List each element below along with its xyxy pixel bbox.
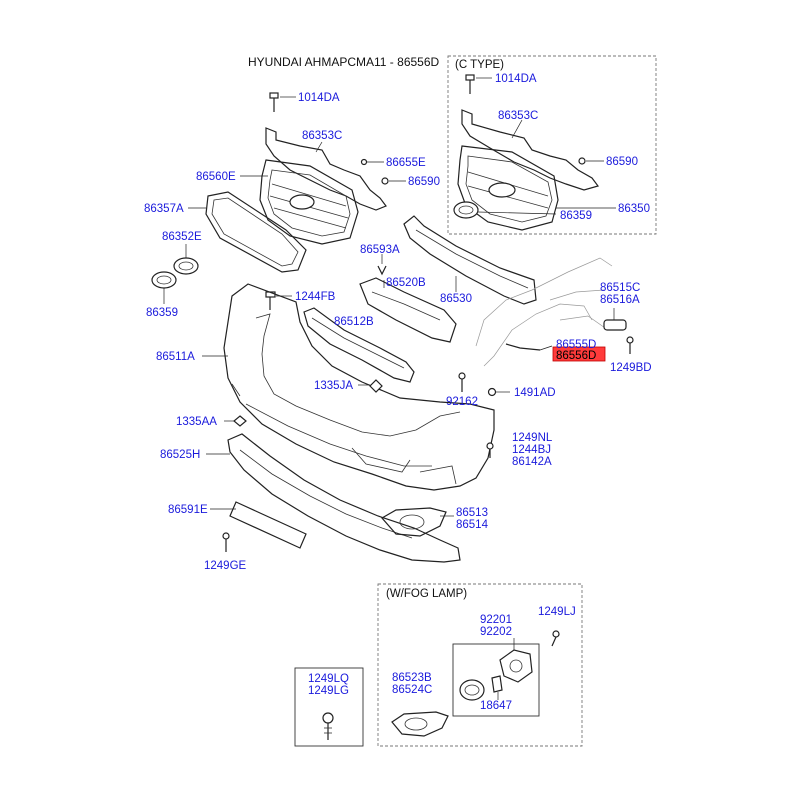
label-86359-ctype[interactable]: 86359 — [560, 210, 592, 222]
diagram-title: HYUNDAI AHMAPCMA11 - 86556D — [248, 55, 440, 69]
nut-86590-ctype — [578, 157, 604, 165]
label-86512b[interactable]: 86512B — [334, 316, 374, 328]
label-86516a[interactable]: 86516A — [600, 294, 640, 306]
label-86560e[interactable]: 86560E — [196, 171, 236, 183]
label-86511a[interactable]: 86511A — [156, 351, 195, 363]
fog-lamp-title: (W/FOG LAMP) — [386, 588, 467, 600]
label-1249bd[interactable]: 1249BD — [610, 362, 652, 374]
label-86353c-ctype[interactable]: 86353C — [498, 110, 538, 122]
bracket-86515c — [603, 308, 627, 331]
bracket-86512b — [303, 307, 415, 383]
label-86352e[interactable]: 86352E — [162, 231, 202, 243]
emblem-86352e — [173, 244, 199, 275]
bumper-cover-86511a — [202, 283, 495, 491]
label-86350[interactable]: 86350 — [618, 203, 650, 215]
grille-bracket-86353c — [265, 127, 387, 211]
absorber-86520b — [359, 277, 457, 343]
label-86524c[interactable]: 86524C — [392, 684, 432, 696]
socket-18647 — [491, 675, 503, 700]
label-86593a[interactable]: 86593A — [360, 244, 400, 256]
label-86520b[interactable]: 86520B — [386, 277, 426, 289]
bolt-1014da-ctype — [465, 74, 492, 94]
label-86590[interactable]: 86590 — [408, 176, 440, 188]
bolt-1249nl — [486, 442, 494, 458]
fog-lamp-92201 — [499, 638, 533, 683]
label-1249lj[interactable]: 1249LJ — [538, 606, 576, 618]
fog-cover-86523b — [391, 711, 449, 737]
label-86530[interactable]: 86530 — [440, 293, 472, 305]
bracket-86555d — [505, 343, 553, 351]
emblem-86359-ctype — [453, 201, 557, 219]
clip-1335ja — [358, 379, 383, 393]
label-1244fb[interactable]: 1244FB — [295, 291, 336, 303]
label-1249lg[interactable]: 1249LG — [308, 685, 349, 697]
garnish-86591e — [210, 501, 307, 549]
label-86555d[interactable]: 86555D — [556, 339, 596, 351]
label-1249ge[interactable]: 1249GE — [204, 560, 247, 572]
emblem-86359 — [151, 271, 177, 304]
label-1244bj[interactable]: 1244BJ — [512, 444, 551, 456]
label-86525h[interactable]: 86525H — [160, 449, 200, 461]
label-86556d[interactable]: 86556D — [556, 350, 596, 362]
fog-ring — [459, 679, 485, 701]
label-1491ad[interactable]: 1491AD — [514, 387, 556, 399]
label-86655e[interactable]: 86655E — [386, 157, 426, 169]
label-1249nl[interactable]: 1249NL — [512, 432, 553, 444]
bolt-1244fb — [265, 291, 292, 310]
label-86353c[interactable]: 86353C — [302, 130, 342, 142]
clip-86593a — [377, 254, 387, 276]
fender-outline — [475, 257, 613, 367]
label-18647[interactable]: 18647 — [480, 700, 512, 712]
screw-92162 — [458, 372, 466, 392]
label-86359[interactable]: 86359 — [146, 307, 178, 319]
back-beam-86530 — [403, 215, 537, 305]
fog-lamp-assembly-box — [452, 643, 540, 717]
bolt-box — [294, 667, 364, 747]
label-1335ja[interactable]: 1335JA — [314, 380, 353, 392]
label-86514[interactable]: 86514 — [456, 519, 489, 531]
label-1335aa[interactable]: 1335AA — [176, 416, 217, 428]
grille-ring-86357a — [188, 191, 307, 273]
label-1249lq[interactable]: 1249LQ — [308, 673, 349, 685]
bolt-1249lq — [322, 712, 334, 740]
nut-1491ad — [487, 387, 510, 397]
clip-86655e — [360, 158, 384, 166]
label-92162[interactable]: 92162 — [446, 396, 478, 408]
screw-1249bd — [626, 336, 634, 354]
highlight-86556d — [552, 346, 606, 362]
c-type-box — [447, 55, 657, 235]
nut-86590 — [381, 177, 406, 185]
label-86515c[interactable]: 86515C — [600, 282, 640, 294]
fog-lamp-box — [377, 583, 583, 747]
label-86357a[interactable]: 86357A — [144, 203, 184, 215]
grille-86350-ctype — [457, 145, 616, 231]
label-1014da[interactable]: 1014DA — [298, 92, 340, 104]
bolt-1014da — [269, 92, 296, 112]
label-86142a[interactable]: 86142A — [512, 456, 552, 468]
radiator-grille-86560e — [240, 159, 359, 245]
labels: 1014DA 86353C 86655E 86590 86560E 86357A… — [144, 73, 652, 712]
label-86523b[interactable]: 86523B — [392, 672, 432, 684]
label-1014da-ctype[interactable]: 1014DA — [495, 73, 537, 85]
lower-lip-86525h — [206, 433, 461, 563]
fog-cover-86513 — [381, 507, 454, 537]
label-92201[interactable]: 92201 — [480, 614, 512, 626]
clip-1335aa — [224, 415, 247, 427]
label-86513[interactable]: 86513 — [456, 507, 488, 519]
bolt-1249lj — [551, 630, 560, 647]
label-86590-ctype[interactable]: 86590 — [606, 156, 638, 168]
screw-1249ge — [222, 532, 230, 552]
label-86591e[interactable]: 86591E — [168, 504, 208, 516]
label-92202[interactable]: 92202 — [480, 626, 512, 638]
bracket-86353c-ctype — [461, 109, 600, 191]
c-type-title: (C TYPE) — [455, 59, 504, 71]
